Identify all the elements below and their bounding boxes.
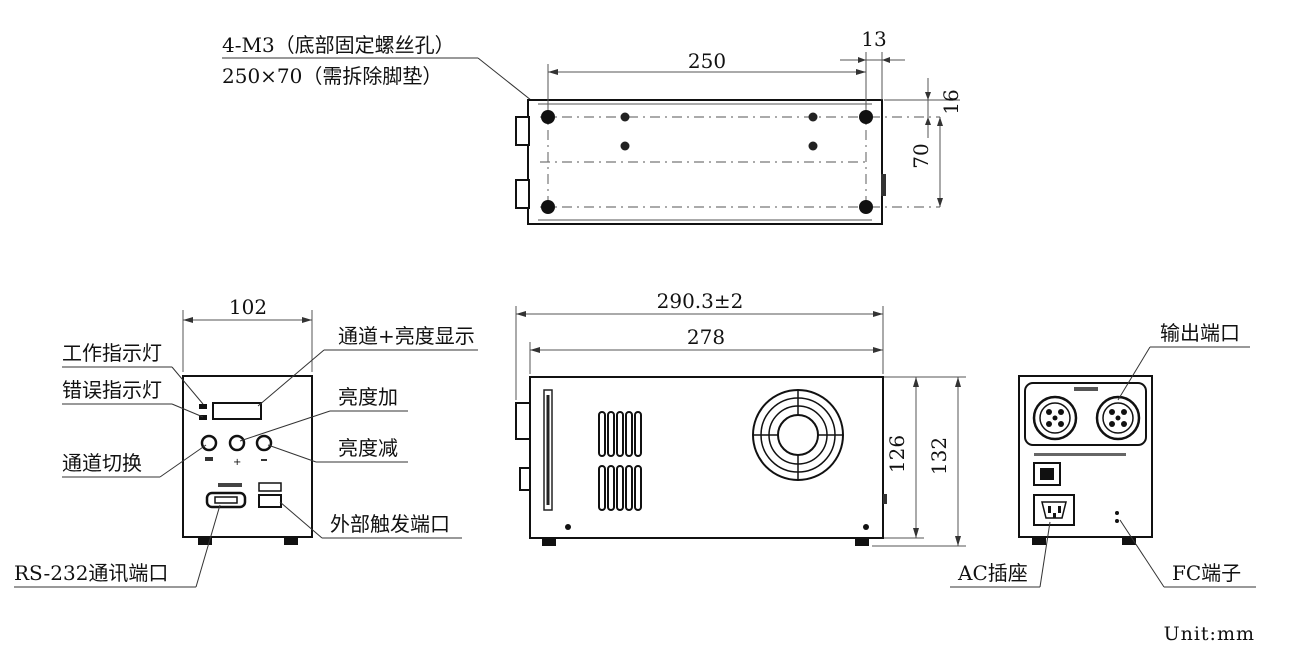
mounting-hole	[859, 200, 873, 214]
dim-arrows	[925, 92, 931, 125]
leader	[267, 444, 317, 463]
fc-terminal	[1115, 519, 1119, 523]
dim-16: 16	[939, 89, 963, 114]
trigger-port	[258, 494, 282, 508]
channel-switch-label: 通道切换	[62, 451, 142, 475]
front-knob	[515, 402, 531, 440]
foot	[198, 537, 212, 545]
dim-13: 13	[861, 27, 886, 51]
output-label-mark	[1074, 387, 1098, 391]
leader	[1119, 519, 1165, 588]
rs232-connector-inner	[214, 496, 238, 504]
mounting-hole	[541, 110, 555, 124]
foot	[284, 537, 298, 545]
leader	[239, 410, 331, 442]
fc-terminal-label: FC端子	[1172, 561, 1241, 585]
dim-250: 250	[688, 49, 726, 73]
leader	[159, 444, 207, 478]
side-knob-lower	[515, 179, 530, 209]
trigger-port-label: 外部触发端口	[330, 512, 450, 536]
error-light-indicator	[199, 415, 207, 420]
dim-overall-height: 132	[927, 437, 951, 475]
dim-overall-length: 290.3±2	[657, 289, 744, 313]
work-light-indicator	[199, 404, 207, 409]
display-window	[212, 402, 262, 420]
foot	[1032, 537, 1046, 545]
vent-slots-lower	[598, 465, 642, 511]
rear-view: 输出端口 AC插座 FC端子	[950, 321, 1256, 588]
side-knob-upper	[515, 116, 530, 146]
leader	[1039, 521, 1051, 588]
power-switch-rocker	[1040, 468, 1054, 480]
front-port-bump	[519, 467, 531, 491]
mounting-hole-note: 4-M3（底部固定螺丝孔）	[222, 33, 455, 57]
mounting-hole	[859, 110, 873, 124]
brightness-up-label: 亮度加	[338, 385, 398, 409]
trigger-label-box	[258, 482, 282, 492]
screw	[863, 524, 869, 530]
rear-bump	[883, 494, 887, 504]
foot	[855, 538, 869, 546]
top-view: 4-M3（底部固定螺丝孔） 250×70（需拆除脚垫） 250	[222, 27, 963, 225]
dim-arrows	[858, 57, 890, 63]
display-label: 通道+亮度显示	[338, 324, 475, 348]
unit-label: Unit:mm	[1164, 623, 1255, 645]
brightness-down-button	[255, 434, 273, 452]
leader	[1117, 346, 1151, 401]
screw	[565, 524, 571, 530]
mounting-pattern-note: 250×70（需拆除脚垫）	[222, 64, 442, 88]
rating-text-mark	[1034, 453, 1126, 456]
foot	[542, 538, 556, 546]
dim-102: 102	[229, 295, 267, 319]
side-view: 290.3±2 278 126 132	[515, 289, 966, 547]
mounting-hole	[541, 200, 555, 214]
vent-slots-upper	[598, 411, 642, 457]
dim-70: 70	[909, 143, 933, 168]
output-connector-1	[1032, 395, 1078, 441]
error-light-label: 错误指示灯	[62, 378, 162, 402]
ac-socket-label: AC插座	[957, 561, 1028, 585]
screw-hole	[808, 112, 818, 122]
screw-hole	[620, 141, 630, 151]
output-port-label: 输出端口	[1160, 321, 1240, 345]
foot	[1122, 537, 1136, 545]
right-protrusion	[881, 174, 886, 196]
minus-mark	[261, 459, 267, 461]
rs232-label-mark	[218, 483, 242, 487]
screw-hole	[620, 112, 630, 122]
dim-arrows	[937, 117, 943, 207]
channel-switch-button	[200, 434, 218, 452]
screw-hole	[808, 141, 818, 151]
leader	[257, 349, 325, 407]
dim-body-height: 126	[885, 435, 909, 473]
plus-mark: +	[233, 457, 241, 468]
leader	[171, 366, 204, 405]
dim-body-length: 278	[687, 325, 725, 349]
work-light-label: 工作指示灯	[62, 341, 162, 365]
cooling-fan	[752, 389, 844, 481]
brightness-up-button	[228, 434, 246, 452]
leader	[171, 403, 204, 418]
leader	[195, 504, 221, 588]
brightness-down-label: 亮度减	[338, 436, 398, 460]
button-marking	[205, 457, 213, 461]
output-connector-2	[1095, 395, 1141, 441]
leader	[279, 501, 323, 539]
fc-terminal	[1115, 511, 1119, 515]
rs232-port-label: RS-232通讯端口	[14, 561, 168, 585]
front-view: + 102 工作指示灯 错误指示灯 通道切换 RS-232通讯端口 通道+亮度显…	[14, 295, 478, 588]
